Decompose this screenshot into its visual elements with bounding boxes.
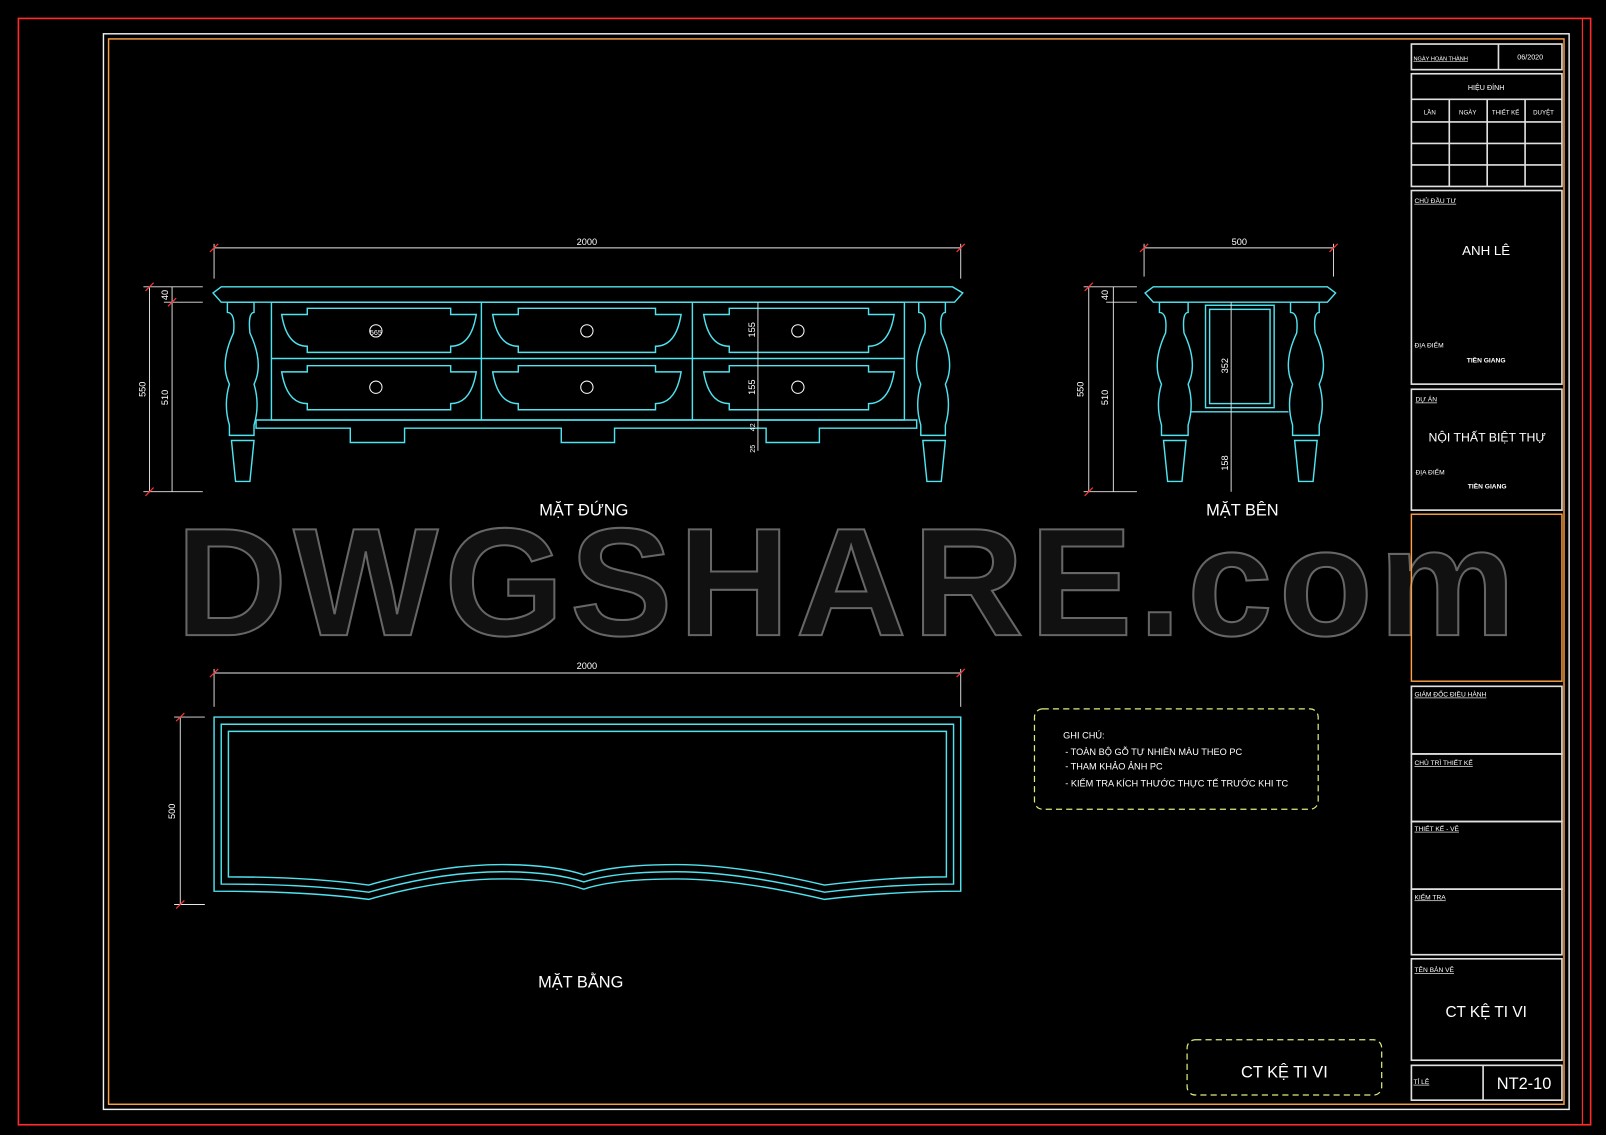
note-item: - KIỂM TRA KÍCH THƯỚC THỰC TẾ TRƯỚC KHI … xyxy=(1065,778,1288,789)
notes-box: GHI CHÚ: - TOÀN BỘ GỖ TỰ NHIÊN MÀU THEO … xyxy=(1033,708,1319,810)
front-legs xyxy=(224,301,951,483)
completion-label: NGÀY HOÀN THÀNH xyxy=(1413,55,1467,62)
dim-side-top: 40 xyxy=(1100,290,1110,300)
revision-col: NGÀY xyxy=(1459,110,1476,117)
dim-drawer-2: 155 xyxy=(747,380,757,395)
plan-view[interactable]: 2000 500 MẶT BẰNG xyxy=(167,661,966,992)
watermark: DWGSHARE.com xyxy=(176,496,1521,668)
dim-drawer-1: 155 xyxy=(747,322,757,337)
dim-side-panel: 352 xyxy=(1220,358,1230,373)
dim-front-total-height: 550 xyxy=(137,382,147,397)
completion-date: 06/2020 xyxy=(1517,53,1543,61)
note-item: - THAM KHẢO ẢNH PC xyxy=(1065,760,1163,771)
side-elevation[interactable]: 500 550 510 40 352 158 MẶT BÊN xyxy=(1076,237,1339,519)
revision-col: THIẾT KẾ xyxy=(1492,110,1519,117)
sheet-caption-box: CT KỆ TI VI xyxy=(1186,1039,1383,1096)
dim-side-width: 500 xyxy=(1232,237,1247,247)
dim-plan-depth: 500 xyxy=(167,804,177,819)
note-item: - TOÀN BỘ GỖ TỰ NHIÊN MÀU THEO PC xyxy=(1065,746,1242,757)
project-location-label: ĐỊA ĐIỂM xyxy=(1415,467,1444,476)
dim-front-top: 40 xyxy=(160,290,170,300)
dim-front-body-height: 510 xyxy=(160,390,170,405)
dim-plan-width: 2000 xyxy=(577,661,597,671)
dim-front-width: 2000 xyxy=(577,237,597,247)
revision-col: LẦN xyxy=(1424,110,1436,117)
drawing-name: CT KỆ TI VI xyxy=(1445,1004,1526,1021)
checker-label: KIỂM TRA xyxy=(1414,892,1446,901)
dim-side-leg: 158 xyxy=(1220,455,1230,470)
scale-label: TỈ LỆ xyxy=(1413,1077,1429,1086)
drawing-name-label: TÊN BẢN VẼ xyxy=(1414,965,1454,974)
front-view-label: MẶT ĐỨNG xyxy=(539,500,628,519)
sheet-number: NT2-10 xyxy=(1497,1075,1552,1093)
dim-apron-2: 42 xyxy=(749,423,757,431)
sheet-frame xyxy=(102,33,1570,1111)
drawer-panels xyxy=(280,307,895,411)
dim-handle: 565 xyxy=(370,329,382,337)
owner-label: CHỦ ĐẦU TƯ xyxy=(1414,195,1456,205)
drawer-knob-icons xyxy=(369,324,805,394)
dim-side-total-height: 550 xyxy=(1076,382,1086,397)
front-elevation[interactable]: 2000 550 510 40 565 155 155 xyxy=(137,237,966,519)
director-label: GIÁM ĐỐC ĐIỀU HÀNH xyxy=(1414,689,1486,699)
plan-view-label: MẶT BẰNG xyxy=(538,972,623,991)
notes-title: GHI CHÚ: xyxy=(1063,731,1104,741)
side-view-label: MẶT BÊN xyxy=(1206,500,1278,519)
project-label: DỰ ÁN xyxy=(1415,395,1437,404)
designer-label: THIẾT KẾ - VẼ xyxy=(1414,823,1459,833)
project-location: TIỀN GIANG xyxy=(1468,481,1507,491)
dim-side-body-height: 510 xyxy=(1100,390,1110,405)
revision-title: HIỆU ĐÍNH xyxy=(1468,83,1505,92)
dim-apron-1: 25 xyxy=(749,445,757,453)
outer-frame xyxy=(17,17,1592,1126)
owner-location: TIỀN GIANG xyxy=(1467,355,1506,365)
project-name: NỘI THẤT BIỆT THỰ xyxy=(1428,430,1545,445)
sheet-caption: CT KỆ TI VI xyxy=(1241,1063,1328,1082)
revision-col: DUYỆT xyxy=(1533,109,1554,117)
title-block: NGÀY HOÀN THÀNH 06/2020 HIỆU ĐÍNH LẦN NG… xyxy=(1410,43,1563,1101)
owner-location-label: ĐỊA ĐIỂM xyxy=(1414,340,1443,349)
inner-frame xyxy=(107,38,1565,1105)
stamp-area xyxy=(1410,513,1563,682)
chief-designer-label: CHỦ TRÌ THIẾT KẾ xyxy=(1414,757,1473,767)
owner-name: ANH LÊ xyxy=(1462,243,1510,258)
